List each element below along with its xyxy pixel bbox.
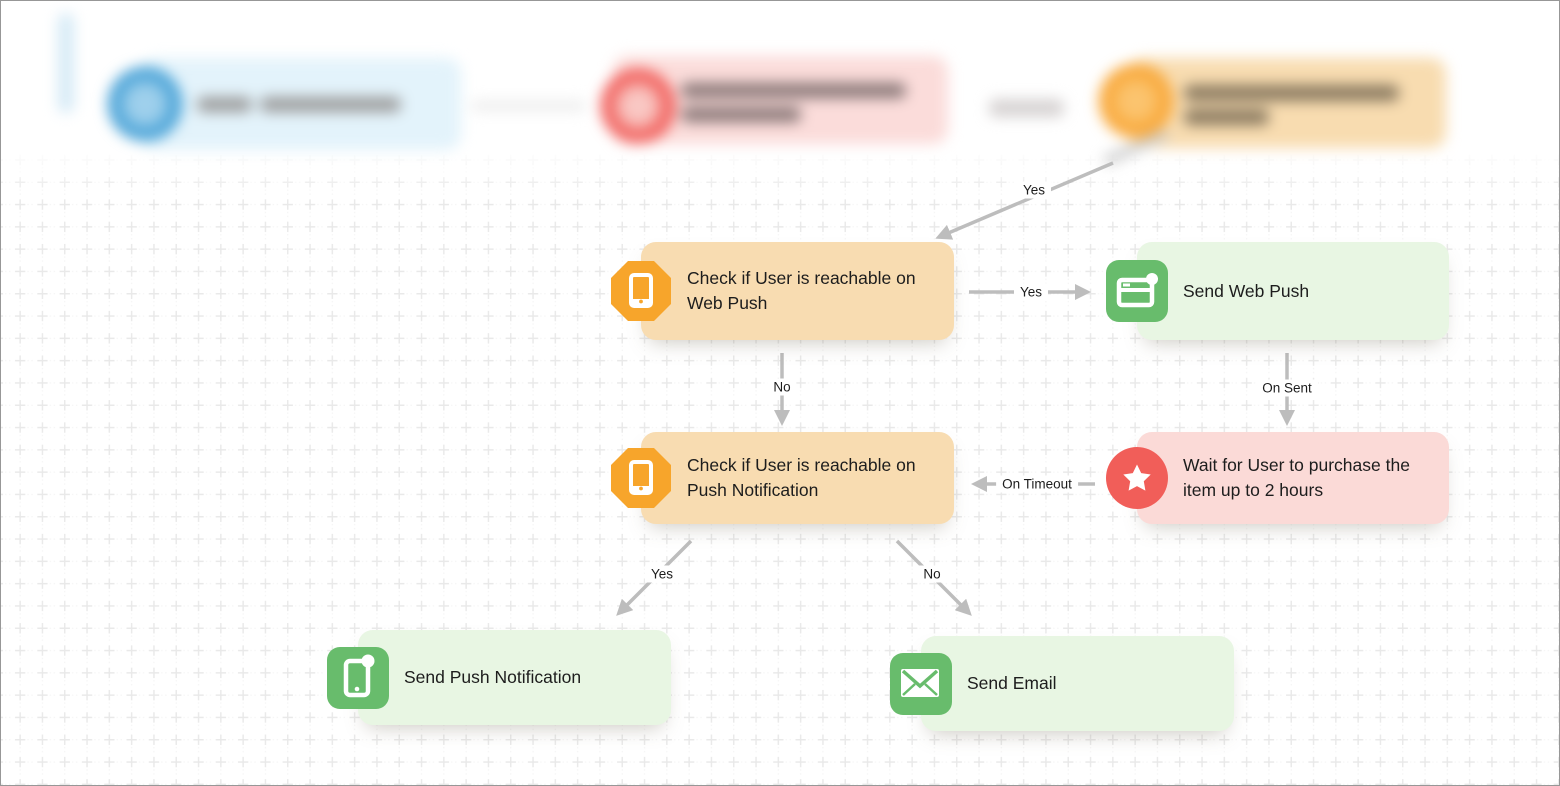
node-send-web-push[interactable]: Send Web Push [1106, 242, 1449, 340]
blurred-text [1184, 85, 1399, 101]
blurred-text [681, 107, 801, 122]
star-circle-icon [1105, 446, 1169, 510]
node-send-email[interactable]: Send Email [890, 636, 1234, 731]
node-wait-purchase[interactable]: Wait for User to purchase the item up to… [1106, 432, 1449, 524]
edge-label-checkweb-yes: Yes [1013, 283, 1049, 301]
blue-circle-icon [108, 67, 182, 141]
blurred-top-row [1, 1, 1559, 231]
blurred-connector-label [989, 99, 1064, 117]
edge-entry-yes [935, 161, 1114, 240]
blurred-connector [471, 101, 586, 111]
envelope-icon [889, 652, 953, 716]
blurred-text [260, 97, 401, 112]
web-push-browser-icon [1105, 259, 1169, 323]
node-label: Send Web Push [1183, 280, 1310, 301]
blurred-text [681, 83, 906, 98]
node-label: Send Email [967, 673, 1057, 693]
blurred-text [197, 97, 252, 112]
edge-label-entry-yes: Yes [1016, 181, 1052, 199]
mobile-octagon-icon [609, 446, 673, 510]
edge-label-checkweb-no: No [767, 378, 797, 396]
edge-label-checkpush-yes: Yes [644, 565, 680, 583]
node-label: Send Push Notification [404, 667, 582, 687]
node-send-push-notification[interactable]: Send Push Notification [327, 630, 671, 725]
orange-circle-icon [1099, 64, 1173, 138]
mobile-octagon-icon [609, 259, 673, 323]
node-label: Wait for User to purchase the item up to… [1183, 455, 1410, 500]
node-check-push-notification[interactable]: Check if User is reachable on Push Notif… [611, 432, 954, 524]
blurred-text [1184, 109, 1269, 125]
red-circle-icon [601, 69, 675, 143]
edge-label-onsent: On Sent [1256, 379, 1318, 397]
edge-label-checkpush-no: No [917, 565, 947, 583]
edge-label-ontimeout: On Timeout [996, 475, 1078, 493]
node-label: Check if User is reachable on Web Push [687, 268, 916, 313]
node-check-web-push[interactable]: Check if User is reachable on Web Push [611, 242, 954, 340]
blurred-node-condition[interactable] [1129, 58, 1446, 148]
blurred-connector-top-left [58, 13, 74, 113]
node-label: Check if User is reachable on Push Notif… [687, 455, 916, 500]
phone-badge-icon [326, 646, 390, 710]
